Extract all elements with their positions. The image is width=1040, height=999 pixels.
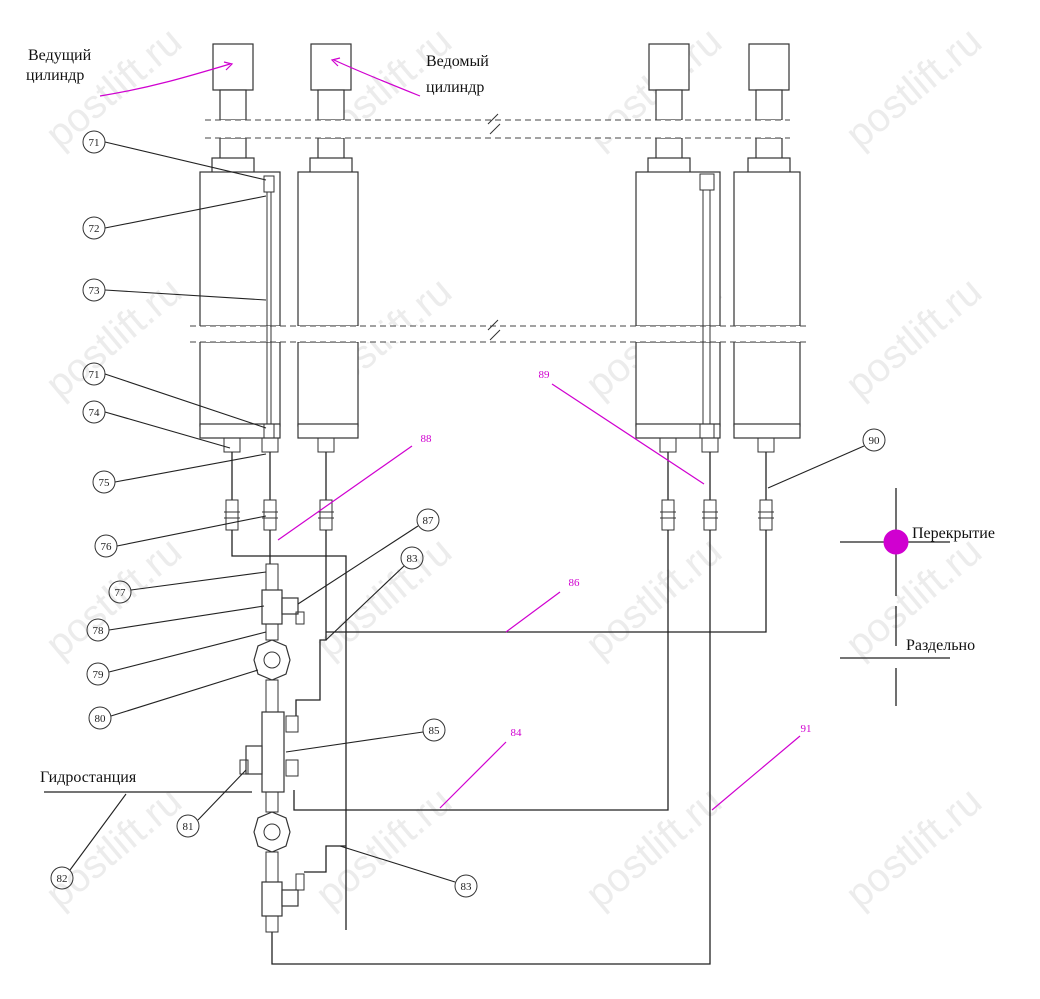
valve-block [239,563,305,933]
overlap-dot-icon [883,529,909,555]
watermark: postlift.ru [838,269,991,407]
callout-87: 87 [423,515,435,527]
title-labels: Ведущий цилиндр Ведомый цилиндр Гидроста… [26,47,489,786]
callouts: 71 72 73 71 74 75 76 77 78 79 80 81 82 8… [50,130,886,898]
magenta-label-86: 86 [569,577,581,589]
magenta-label-84: 84 [511,727,523,739]
callout-71-top: 71 [89,137,100,149]
slave-cylinder-left [297,43,359,439]
watermark: postlift.ru [38,269,191,407]
watermark: postlift.ru [838,19,991,157]
watermark: postlift.ru [308,529,461,667]
label-slave-line2: цилиндр [426,79,484,96]
cylinder-fittings [223,437,775,500]
callout-73: 73 [89,285,101,297]
callout-85: 85 [429,725,441,737]
watermark: postlift.ru [838,779,991,917]
callout-83-bottom: 83 [461,881,473,893]
magenta-label-88: 88 [421,433,433,445]
callout-83-top: 83 [407,553,419,565]
callout-79: 79 [93,669,105,681]
break-bands [190,113,810,343]
watermark: postlift.ru [38,19,191,157]
callout-76: 76 [101,541,113,553]
callout-82: 82 [57,873,68,885]
callout-90: 90 [869,435,881,447]
magenta-label-89: 89 [539,369,551,381]
legend: Перекрытие Раздельно [840,488,995,706]
watermarks: postlift.ru postlift.ru postlift.ru post… [38,19,991,917]
label-pump-station: Гидростанция [40,769,137,786]
magenta-callouts: 88 89 86 84 91 [277,369,812,811]
label-slave-line1: Ведомый [426,53,489,70]
hose-connectors [224,499,774,531]
label-master-line2: цилиндр [26,67,84,84]
callout-80: 80 [95,713,107,725]
watermark: postlift.ru [308,779,461,917]
slave-cylinder-right [733,43,801,439]
callout-72: 72 [89,223,100,235]
master-cylinder-left [199,43,281,439]
callout-75: 75 [99,477,111,489]
callout-78: 78 [93,625,105,637]
legend-separate: Раздельно [906,637,975,654]
callout-71-bottom: 71 [89,369,100,381]
label-master-line1: Ведущий [28,47,92,64]
watermark: postlift.ru [38,779,191,917]
callout-74: 74 [89,407,101,419]
callout-77: 77 [115,587,127,599]
magenta-label-91: 91 [801,723,812,735]
callout-81: 81 [183,821,194,833]
legend-overlap: Перекрытие [912,525,995,542]
watermark: postlift.ru [578,529,731,667]
watermark: postlift.ru [578,779,731,917]
